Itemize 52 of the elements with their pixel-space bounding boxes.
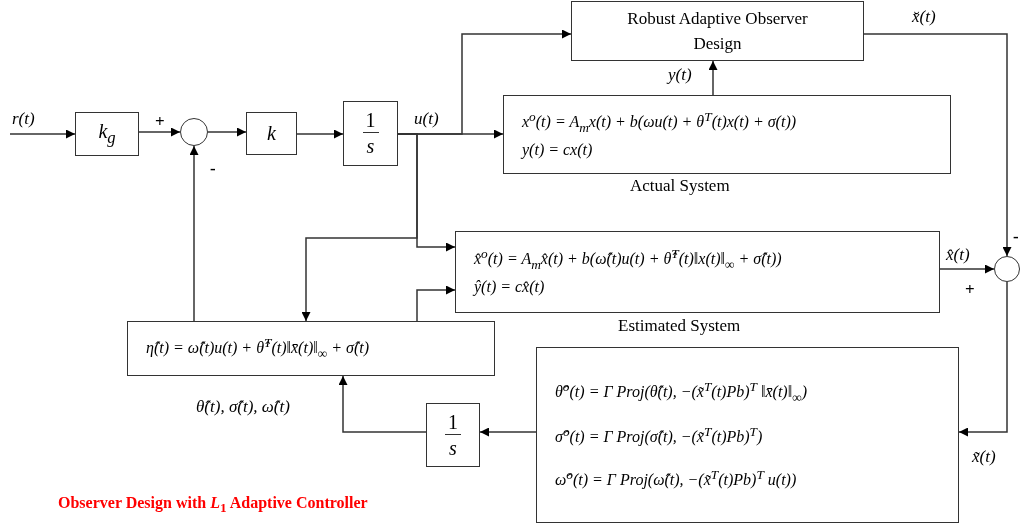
arrow <box>301 133 418 322</box>
denominator-text: s <box>448 435 458 461</box>
arrow <box>189 145 199 322</box>
equation-text: ŷ(t) = cx̂(t) <box>471 277 546 298</box>
estimated-system-box <box>455 231 940 313</box>
integrator-box <box>426 403 480 467</box>
signal-label: u(t) <box>414 110 439 129</box>
equation-text: η̂(t) = ω̂(t)u(t) + θ̂$^{T}$(t)‖x̄(t)‖$_{∞}$ + σ̂(t) <box>145 333 371 363</box>
summing-junction <box>180 118 208 146</box>
gain-label: k$_{g}$ <box>97 120 117 148</box>
sign-label: - <box>210 160 216 179</box>
arrow <box>939 264 995 274</box>
equation-text: x̂$^{o}$(t) = A$_{m}$x̂(t) + b(ω̂(t)u(t) + θ̂$^{T}$(t)‖x(t)‖$_{∞}$ + σ̂(t)) <box>473 245 783 274</box>
arrow <box>338 375 427 433</box>
signal-label: x̂(t) <box>946 246 970 265</box>
arrow <box>863 33 1012 257</box>
equation-text: σ̂$^{o}$(t) = Γ Proj(σ̂(t), −(x̃$^{T}$(t)Pb)$^{T}$) <box>554 422 764 448</box>
summing-junction <box>994 256 1020 282</box>
arrow <box>416 285 456 322</box>
signal-label: θ̂(t), σ̂(t), ω̂(t) <box>196 398 290 417</box>
sign-label: + <box>155 113 165 132</box>
equation-text: θ̂$^{o}$(t) = Γ Proj(θ̂(t), −(x̃$^{T}$(t)Pb)$^{T}$ ‖x̄(t)‖$_{∞}$) <box>554 377 808 406</box>
equation-text: y(t) = cx(t) <box>519 139 594 161</box>
actual-system-box <box>503 95 951 174</box>
numerator-text: 1 <box>362 108 379 133</box>
equation-text: x$^{o}$(t) = A$_{m}$x(t) + b(ωu(t) + θ$^{T}$(t)x(t) + σ(t)) <box>521 107 798 137</box>
signal-label: y(t) <box>668 66 692 85</box>
arrow <box>9 129 76 139</box>
sign-label: + <box>965 281 975 300</box>
arrow <box>138 127 181 137</box>
signal-label: r(t) <box>12 110 35 129</box>
system-caption: Estimated System <box>618 316 741 336</box>
sign-label: - <box>1013 228 1019 247</box>
diagram-caption: Observer Design with L$_{1}$ Adaptive Controller <box>58 494 368 517</box>
signal-label: x̃(t) <box>972 448 996 467</box>
estimator-box <box>127 321 495 376</box>
signal-label: x̆(t) <box>912 8 936 27</box>
integrator-box <box>343 101 398 166</box>
arrow <box>296 129 344 139</box>
arrow <box>207 127 247 137</box>
denominator-text: s <box>365 134 376 159</box>
arrow <box>479 427 537 437</box>
equation-text: ω̂$^{o}$(t) = Γ Proj(ω̂(t), −(x̃$^{T}$(t)Pb)$^{T}$ u(t)) <box>554 465 798 491</box>
system-caption: Actual System <box>630 176 730 196</box>
arrow <box>958 281 1008 437</box>
gain-box <box>75 112 139 156</box>
adaptation-law-box <box>536 347 959 523</box>
observer-design-box <box>571 1 864 61</box>
gain-label: k <box>266 122 277 145</box>
gain-box <box>246 112 297 155</box>
arrow <box>708 60 718 96</box>
numerator-text: 1 <box>445 409 461 435</box>
